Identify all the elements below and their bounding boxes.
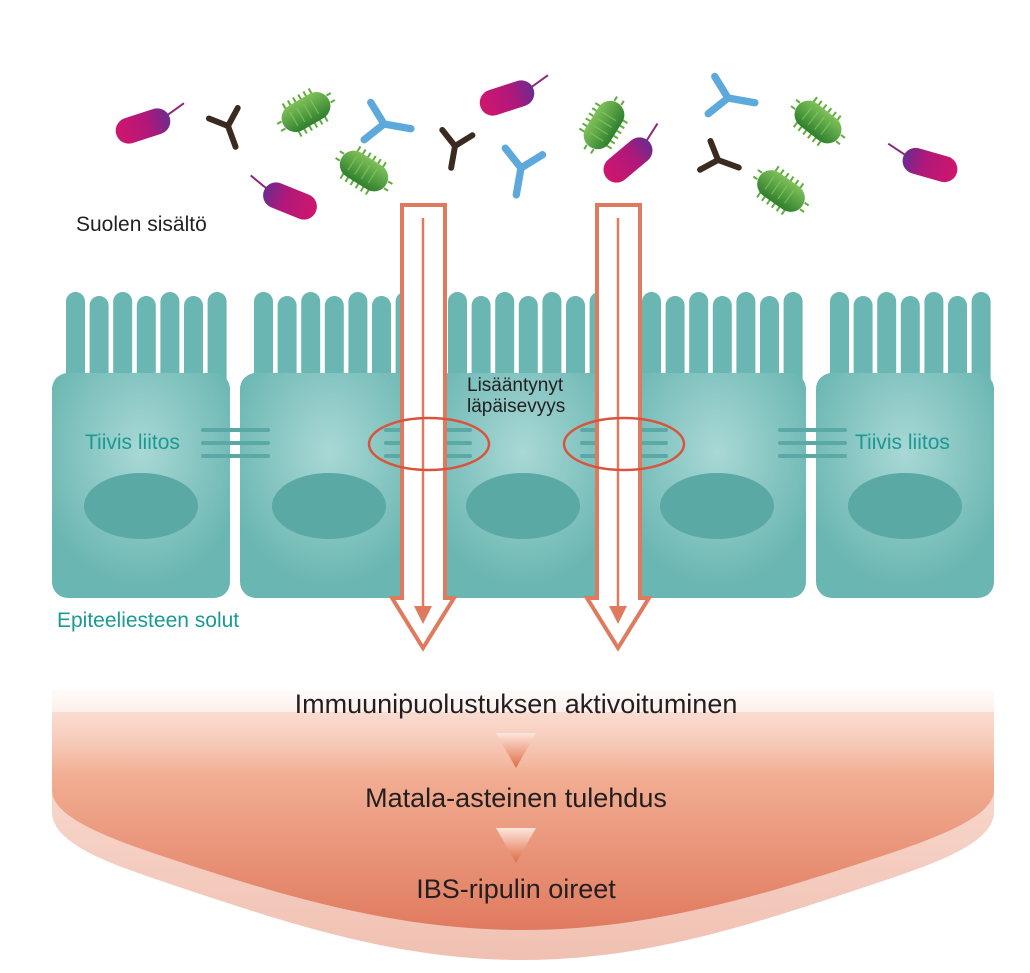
- epithelial-cell-layer: [52, 292, 994, 598]
- microvillus: [495, 292, 515, 392]
- microvillus: [712, 296, 732, 392]
- microvillus: [900, 296, 920, 392]
- tight-junction-label-left: Tiivis liitos: [85, 431, 180, 454]
- permeability-arrow-left: [388, 203, 458, 652]
- ciliated-bacterium-icon: [743, 156, 819, 226]
- microvillus: [783, 292, 803, 392]
- cell-nucleus: [272, 473, 386, 539]
- permeability-label-line1: Lisääntynyt: [467, 375, 564, 396]
- immune-response-band: [52, 690, 994, 960]
- microvillus: [665, 296, 685, 392]
- microvillus: [113, 292, 133, 392]
- cascade-arrow-2: [496, 828, 536, 863]
- microvillus: [760, 296, 779, 392]
- tight-junction-label-right: Tiivis liitos: [855, 431, 950, 454]
- microvillus: [324, 296, 344, 392]
- permeability-arrow-right: [583, 203, 653, 652]
- epithelial-cells-label: Epiteeliesteen solut: [57, 609, 239, 632]
- microvillus: [136, 296, 156, 392]
- microvillus: [348, 292, 368, 392]
- lumen-microbes: [111, 70, 962, 226]
- microvillus: [924, 292, 944, 392]
- cascade-step-low-grade-inflammation: Matala-asteinen tulehdus: [365, 783, 667, 813]
- microvillus: [254, 292, 273, 392]
- ciliated-bacterium-icon: [268, 79, 344, 145]
- cell-nucleus: [84, 473, 198, 539]
- microvillus: [471, 296, 491, 392]
- microvillus: [160, 292, 180, 392]
- antibody-icon: [700, 141, 744, 182]
- microvillus: [566, 296, 585, 392]
- cell-nucleus: [660, 473, 774, 539]
- cell-nucleus: [848, 473, 962, 539]
- epithelial-cell: [816, 292, 994, 598]
- microvillus: [853, 296, 873, 392]
- lumen-label: Suolen sisältö: [76, 213, 207, 236]
- microvillus: [207, 292, 227, 392]
- microvillus: [542, 292, 562, 392]
- antibody-icon: [498, 148, 543, 198]
- ciliated-bacterium-icon: [326, 137, 402, 205]
- tight-junction-right-lines: [778, 428, 847, 458]
- microvillus: [372, 296, 391, 392]
- epithelial-cell: [52, 292, 230, 598]
- ciliated-bacterium-icon: [780, 86, 856, 158]
- cascade-step-ibs-symptoms: IBS-ripulin oireet: [416, 874, 616, 904]
- microvillus: [830, 292, 849, 392]
- microvillus: [518, 296, 538, 392]
- epithelial-cell: [240, 292, 418, 598]
- microvillus: [971, 292, 991, 392]
- microvillus: [948, 296, 967, 392]
- rod-bacterium-icon: [241, 170, 322, 225]
- microvillus: [642, 292, 661, 392]
- antibody-icon: [708, 76, 758, 121]
- antibody-icon: [209, 108, 250, 152]
- microvillus: [448, 292, 467, 392]
- rod-bacterium-icon: [475, 70, 556, 121]
- rod-bacterium-icon: [881, 138, 962, 187]
- antibody-icon: [436, 130, 472, 170]
- microvillus: [689, 292, 709, 392]
- antibody-icon: [364, 102, 414, 147]
- microvillus: [66, 292, 85, 392]
- microvillus: [877, 292, 897, 392]
- leaky-junction-ellipse-left: [367, 416, 491, 472]
- cell-nucleus: [466, 473, 580, 539]
- cascade-step-immune-activation: Immuunipuolustuksen aktivoituminen: [295, 689, 738, 719]
- microvillus: [736, 292, 756, 392]
- microvillus: [277, 296, 297, 392]
- microvillus: [89, 296, 109, 392]
- cascade-arrow-1: [496, 733, 536, 768]
- rod-bacterium-icon: [111, 98, 192, 149]
- leaky-junction-ellipse-right: [562, 416, 686, 472]
- tight-junction-left-lines: [201, 428, 270, 458]
- permeability-label-line2: läpäisevyys: [467, 396, 565, 417]
- microvillus: [301, 292, 321, 392]
- microvillus: [184, 296, 203, 392]
